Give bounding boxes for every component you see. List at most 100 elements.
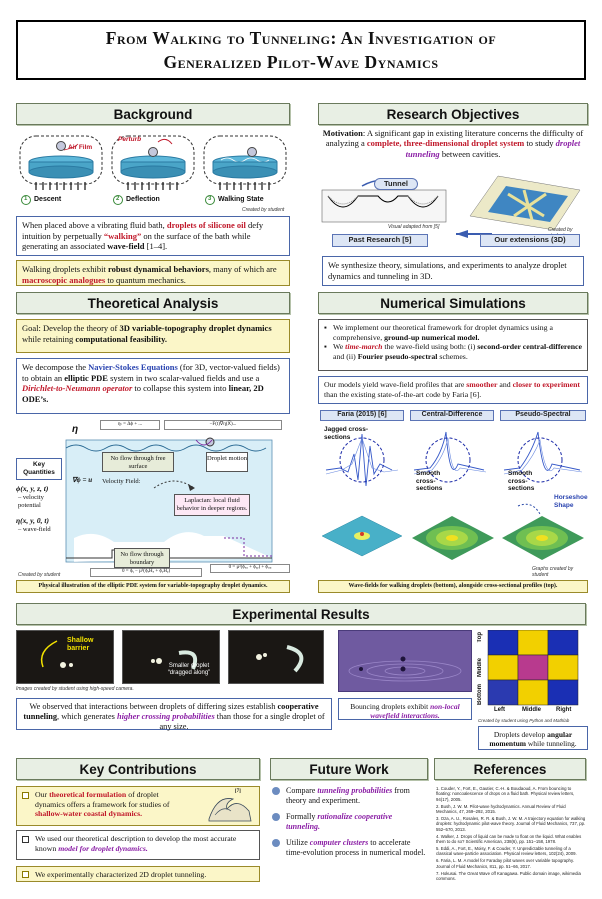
objectives-heading: Research Objectives — [318, 103, 588, 125]
exp-photo-1: Shallow barrier — [16, 630, 114, 684]
droplet-motion-label: Droplet motion — [206, 452, 248, 472]
tunnel-diagram — [321, 175, 581, 238]
spectral-profile — [503, 431, 583, 483]
angular-momentum-text: Droplets develop angular momentum while … — [478, 726, 588, 750]
angular-heatmap: Top Middle Bottom Left Middle Right — [477, 629, 588, 714]
heatmap-cell — [547, 654, 579, 681]
col-right: Right — [556, 707, 572, 713]
3d-grid-image — [469, 175, 581, 231]
theory-credit: Created by student — [18, 572, 61, 578]
title-line-1: From Walking to Tunneling: An Investigat… — [105, 28, 497, 48]
background-credit: Created by student — [242, 207, 285, 213]
numerical-bullet-2: ▪We time-march the wave-field using both… — [324, 342, 582, 361]
equation-2: −F(t)∇η(X⃗)... — [164, 420, 282, 430]
heatmap-cell — [487, 679, 519, 706]
spectral-surface — [502, 516, 584, 560]
col-middle: Middle — [522, 707, 541, 713]
reference-item: 6. Faria, L. M. A model for Faraday pilo… — [436, 858, 574, 869]
background-heading: Background — [16, 103, 290, 125]
reference-item: 7. Hokusai. The Great Wave off Kanagawa.… — [436, 870, 581, 882]
reference-item: 5. Eddi, A., Fort, E., Moisy, F. & Coude… — [436, 846, 577, 857]
central-profile — [413, 431, 487, 483]
no-flow-top-label: No flow through free surface — [102, 452, 174, 472]
theory-heading: Theoretical Analysis — [16, 292, 290, 314]
key-quantities-label: Key Quantities — [16, 458, 62, 480]
col-faria: Faria (2015) [6] — [320, 410, 404, 421]
equation-4: 0 = μ²(ϕₓₓ + ϕᵧᵧ) + ϕᵤᵤ — [210, 564, 290, 573]
grad-phi: ∇ϕ = u — [72, 476, 93, 484]
contrib-heading: Key Contributions — [16, 758, 260, 780]
step-2-label: Deflection — [126, 196, 160, 203]
numerical-bullets: ▪We implement our theoretical framework … — [318, 319, 588, 371]
great-wave-ref: [7] — [235, 789, 241, 794]
stage-walking — [203, 135, 287, 205]
smaller-droplet-label: Smaller droplet “dragged along” — [167, 663, 211, 676]
numerical-profiles: Our models yield wave-field profiles tha… — [318, 376, 588, 404]
future-item-2: Formally rationalize cooperative tunneli… — [272, 812, 428, 832]
eta-symbol: η — [72, 424, 79, 435]
title-line-2: Generalized Pilot-Wave Dynamics — [163, 52, 439, 72]
numerical-figure: Faria (2015) [6] Central-Difference Pseu… — [318, 408, 588, 578]
future-bullet-1 — [272, 787, 280, 795]
great-wave-image: [7] — [207, 789, 253, 823]
col-central: Central-Difference — [410, 410, 494, 421]
equation-1: ηₜ = Δϕ + ... — [100, 420, 160, 430]
background-text-2: Walking droplets exhibit robust dynamica… — [16, 260, 290, 286]
central-surface — [412, 516, 494, 560]
past-research-label: Past Research [5] — [332, 234, 428, 247]
eta-quantity: η(x, y, 0, t) — [16, 516, 49, 525]
exp-caption-2: Created by student using Python and Math… — [478, 718, 570, 723]
numerical-bullet-1: ▪We implement our theoretical framework … — [324, 323, 553, 342]
background-text-1: When placed above a vibrating fluid bath… — [16, 216, 290, 256]
background-illustration: Air Film Perturb 1 Descent 2 Deflection … — [16, 130, 290, 214]
col-left: Left — [494, 707, 505, 713]
references-heading: References — [434, 758, 586, 780]
wavefield-plots — [321, 431, 584, 560]
future-item-3: Utilize computer clusters to accelerate … — [272, 838, 428, 858]
experimental-heading: Experimental Results — [16, 603, 586, 625]
shallow-barrier-label: Shallow barrier — [67, 637, 94, 652]
title-box: From Walking to Tunneling: An Investigat… — [16, 20, 586, 80]
objectives-figure: Tunnel Visual adapted from [5] Created b… — [318, 172, 588, 252]
step-2-num: 2 — [116, 196, 120, 202]
faria-profile — [325, 433, 399, 487]
perturb-label: Perturb — [118, 136, 142, 143]
faria-surface — [321, 515, 403, 557]
exp-photo-2: Smaller droplet “dragged along” — [122, 630, 220, 684]
our-extensions-label: Our extensions (3D) — [480, 234, 580, 247]
contrib-item-1: Our theoretical formulation of droplet d… — [16, 786, 260, 826]
row-bottom: Bottom — [477, 684, 483, 705]
heatmap-grid — [487, 629, 579, 706]
references-list: 1. Couder, Y., Fort, E., Gautier, C.-H. … — [436, 786, 586, 886]
heatmap-cell — [517, 679, 549, 706]
future-bullet-3 — [272, 839, 280, 847]
no-flow-bottom-label: No flow through boundary — [114, 548, 170, 568]
phi-symbol: ϕ(x, y, z, t) — [16, 484, 49, 493]
contrib-bullet-3 — [22, 871, 29, 878]
numerical-heading: Numerical Simulations — [318, 292, 588, 314]
future-heading: Future Work — [270, 758, 428, 780]
theory-decompose: We decompose the Navier-Stokes Equations… — [16, 358, 290, 414]
stage-descent — [19, 135, 103, 205]
heatmap-cell — [547, 679, 579, 706]
motivation-text: Motivation: A significant gap in existin… — [322, 128, 584, 159]
heatmap-cell — [517, 654, 549, 681]
contrib-bullet-1 — [22, 792, 29, 799]
visual-credit: Visual adapted from [5] — [388, 224, 440, 230]
reference-item: 2. Bush, J. W. M. Pilot-wave hydrodynami… — [436, 803, 566, 815]
velocity-field-label: Velocity Field: — [102, 478, 141, 485]
theory-caption: Physical illustration of the elliptic PD… — [16, 580, 290, 593]
row-top: Top — [477, 632, 483, 643]
heatmap-cell — [547, 629, 579, 656]
numerical-caption: Wave-fields for walking droplets (bottom… — [318, 580, 588, 593]
exp-caption-1: Images created by student using high-spe… — [16, 686, 134, 692]
laplacian-label: Laplacian: local fluid behavior in deepe… — [174, 494, 250, 516]
objectives-synthesis: We synthesize theory, simulations, and e… — [322, 256, 584, 286]
future-bullet-2 — [272, 813, 280, 821]
reference-item: 1. Couder, Y., Fort, E., Gautier, C.-H. … — [436, 786, 575, 802]
smooth-label-central: Smooth cross-sections — [416, 470, 443, 492]
contrib-item-3: We experimentally characterized 2D dropl… — [16, 866, 260, 882]
equation-3: 0 = ϕᵧ − μ²(ϕₓHₓ + ϕᵧHᵧ) — [90, 568, 202, 577]
heatmap-cell — [487, 629, 519, 656]
